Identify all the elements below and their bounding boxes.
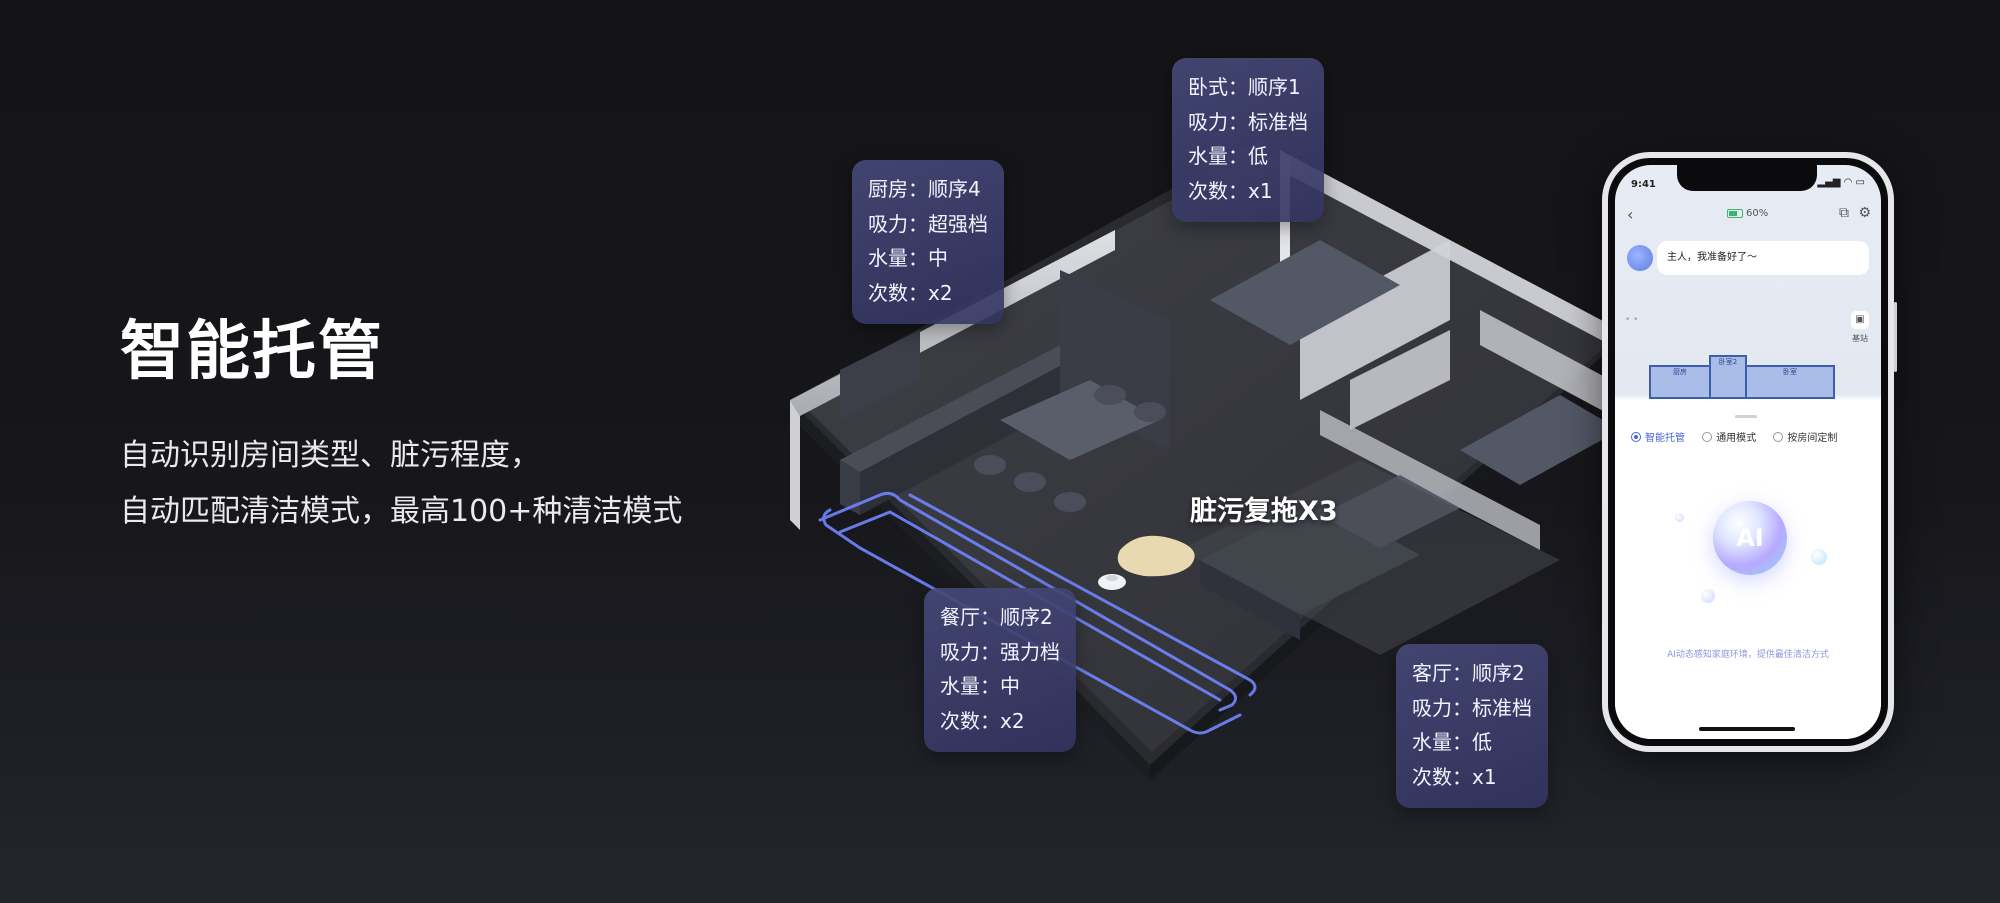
decor-bubble <box>1701 589 1715 603</box>
base-station-icon: ▣ <box>1851 311 1869 329</box>
phone-mockup: 9:41 ▂▄▆ ◠ ▭ ‹ 60% ⧉ ⚙ 主人，我准备好了～ • • ▣ 基… <box>1602 152 1897 752</box>
page-title: 智能托管 <box>120 315 384 389</box>
mode-tab-label: 通用模式 <box>1716 433 1757 444</box>
status-time: 9:41 <box>1631 179 1656 190</box>
sheet-grabber[interactable] <box>1735 415 1757 418</box>
room-card-line: 次数：x1 <box>1412 764 1497 789</box>
decor-bubble <box>1811 549 1827 565</box>
back-icon[interactable]: ‹ <box>1627 205 1634 224</box>
app-top-bar: ‹ 60% ⧉ ⚙ <box>1615 205 1881 227</box>
room-card-line: 水量：中 <box>868 246 948 270</box>
decor-bubble <box>1675 513 1684 522</box>
room-card-line: 餐厅：顺序2 <box>940 605 1053 629</box>
ai-hint-text: AI动态感知家庭环境，提供最佳清洁方式 <box>1667 650 1829 660</box>
radio-icon <box>1773 432 1784 442</box>
room-card-line: 吸力：标准档 <box>1188 109 1308 134</box>
mode-tab-label: 智能托管 <box>1645 433 1685 444</box>
room-card-kitchen: 厨房：顺序4 吸力：超强档 水量：中 次数：x2 <box>852 160 1004 324</box>
mode-sheet: 智能托管 通用模式 按房间定制 AI AI动态感知家庭环境，提供最佳清洁方式 <box>1615 409 1881 739</box>
radio-icon <box>1702 432 1713 442</box>
room-card-line: 客厅：顺序2 <box>1412 661 1525 685</box>
mode-tab-smart[interactable]: 智能托管 <box>1631 429 1685 444</box>
phone-notch <box>1677 165 1817 191</box>
hero-desc-line-1: 自动识别房间类型、脏污程度， <box>120 438 540 473</box>
room-card-line: 吸力：强力档 <box>940 639 1060 664</box>
share-icon[interactable]: ⧉ <box>1839 205 1849 221</box>
phone-bezel: 9:41 ▂▄▆ ◠ ▭ ‹ 60% ⧉ ⚙ 主人，我准备好了～ • • ▣ 基… <box>1608 158 1888 746</box>
room-card-dining: 餐厅：顺序2 吸力：强力档 水量：中 次数：x2 <box>924 588 1076 752</box>
room-card-line: 卧式：顺序1 <box>1188 75 1301 99</box>
mode-tab-by-room[interactable]: 按房间定制 <box>1773 429 1837 444</box>
radio-icon <box>1631 432 1641 442</box>
room-card-line: 水量：中 <box>940 674 1020 698</box>
room-card-line: 次数：x2 <box>868 280 953 305</box>
map-room[interactable]: 厨房 <box>1649 365 1711 399</box>
ai-orb-icon: AI <box>1713 501 1787 575</box>
map-room[interactable]: 卧室 <box>1745 365 1835 399</box>
hero-desc-line-2: 自动匹配清洁模式，最高100+种清洁模式 <box>120 494 683 529</box>
room-card-line: 吸力：标准档 <box>1412 695 1532 720</box>
dirt-remop-label: 脏污复拖X3 <box>1190 496 1338 527</box>
mode-tab-general[interactable]: 通用模式 <box>1702 429 1756 444</box>
map-room[interactable]: 卧室2 <box>1709 355 1747 399</box>
room-card-line: 厨房：顺序4 <box>868 177 981 201</box>
phone-screen: 9:41 ▂▄▆ ◠ ▭ ‹ 60% ⧉ ⚙ 主人，我准备好了～ • • ▣ 基… <box>1615 165 1881 739</box>
map-room-label: 卧室 <box>1783 368 1797 376</box>
more-dots-icon[interactable]: • • <box>1625 315 1639 325</box>
map-room-label: 厨房 <box>1673 368 1687 376</box>
phone-side-button <box>1894 302 1897 372</box>
room-card-line: 次数：x2 <box>940 708 1025 733</box>
room-card-living: 客厅：顺序2 吸力：标准档 水量：低 次数：x1 <box>1396 644 1548 808</box>
mini-map[interactable]: 厨房 卧室2 卧室 <box>1649 351 1835 399</box>
mode-tabs: 智能托管 通用模式 按房间定制 <box>1631 429 1871 444</box>
room-card-line: 吸力：超强档 <box>868 211 988 236</box>
gear-icon[interactable]: ⚙ <box>1858 205 1871 221</box>
mode-tab-label: 按房间定制 <box>1787 433 1838 444</box>
map-room-label: 卧室2 <box>1718 358 1738 366</box>
base-station-button[interactable]: ▣ 基站 <box>1849 311 1871 344</box>
hero-description: 自动识别房间类型、脏污程度， 自动匹配清洁模式，最高100+种清洁模式 <box>120 428 682 540</box>
room-card-line: 水量：低 <box>1188 144 1268 168</box>
room-card-line: 水量：低 <box>1412 730 1492 754</box>
signal-wifi-battery-icon: ▂▄▆ ◠ ▭ <box>1817 177 1865 188</box>
home-indicator[interactable] <box>1699 727 1795 731</box>
room-card-bedroom: 卧式：顺序1 吸力：标准档 水量：低 次数：x1 <box>1172 58 1324 222</box>
base-station-label: 基站 <box>1852 334 1868 343</box>
robot-avatar <box>1627 245 1653 271</box>
greeting-bubble: 主人，我准备好了～ <box>1657 241 1869 275</box>
battery-icon <box>1727 208 1743 218</box>
battery-percent: 60% <box>1746 208 1769 219</box>
room-card-line: 次数：x1 <box>1188 178 1273 203</box>
robot-battery: 60% <box>1727 208 1768 219</box>
